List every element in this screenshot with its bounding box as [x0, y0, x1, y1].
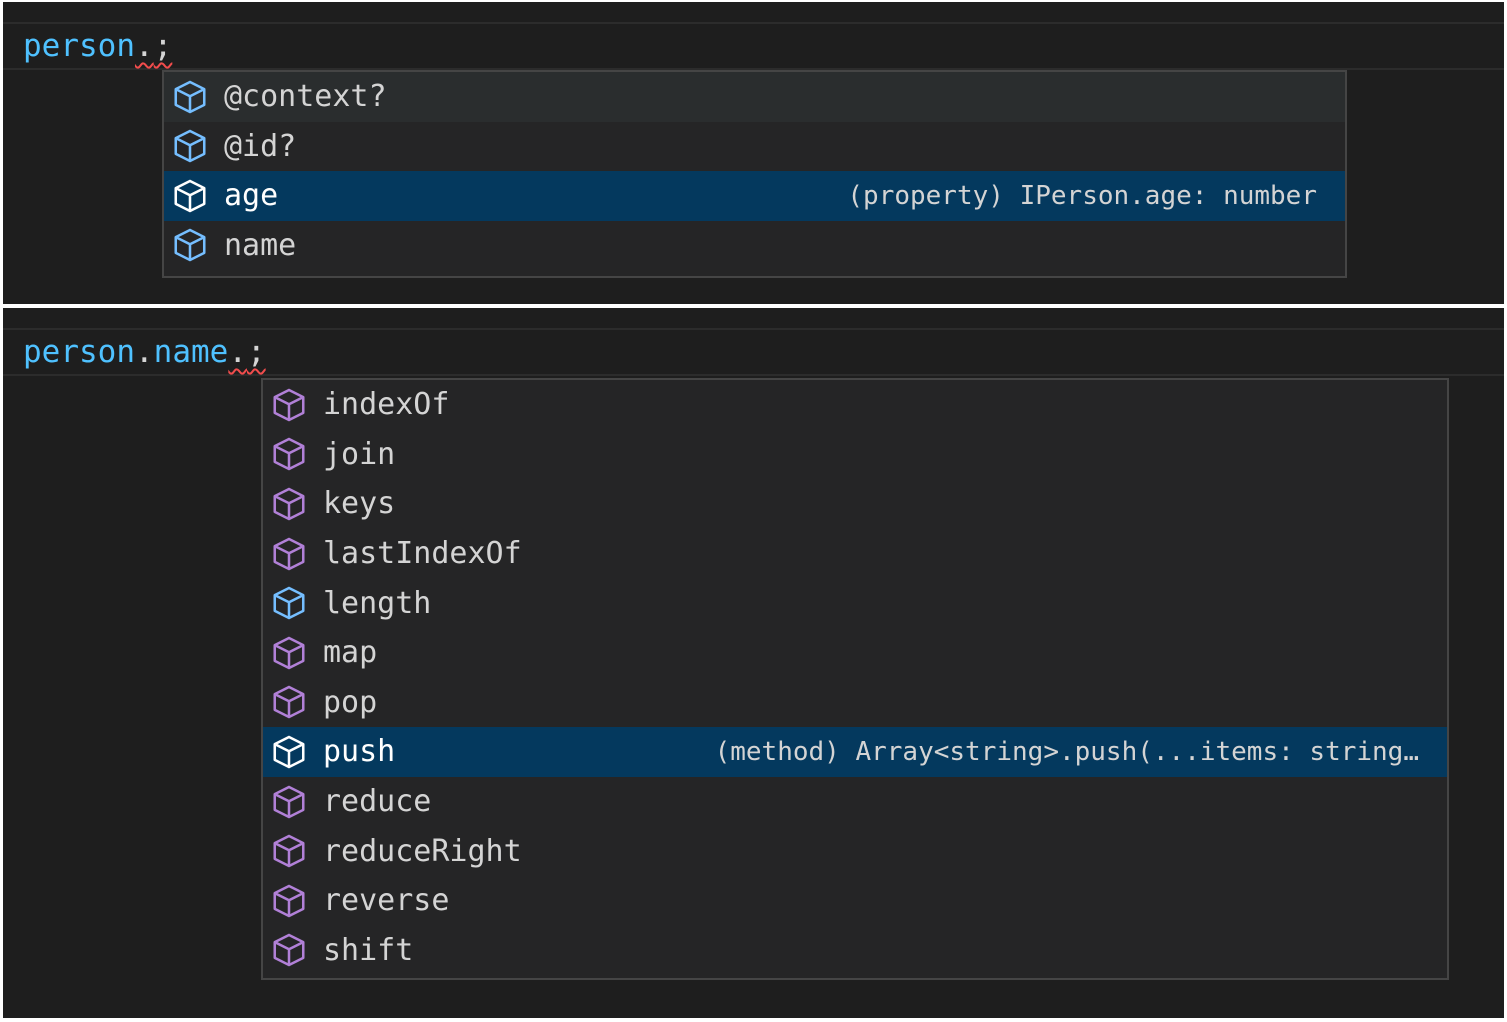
suggestion-item-selected[interactable]: push (method) Array<string>.push(...item… — [263, 727, 1447, 777]
suggestion-item[interactable]: reduce — [263, 777, 1447, 827]
suggestion-item[interactable]: shift — [263, 926, 1447, 976]
method-icon — [269, 732, 309, 772]
code-text[interactable]: person.; — [23, 26, 172, 66]
method-icon — [269, 881, 309, 921]
code-identifier: person — [23, 28, 135, 64]
code-text[interactable]: person.name.; — [23, 332, 266, 372]
method-icon — [269, 534, 309, 574]
suggestion-label: lastIndexOf — [323, 536, 522, 572]
code-dot: . — [134, 28, 154, 64]
suggestion-item[interactable]: @context? — [164, 72, 1345, 122]
suggestion-item[interactable]: reduceRight — [263, 826, 1447, 876]
method-icon — [269, 434, 309, 474]
method-icon — [269, 484, 309, 524]
suggestion-detail: (method) Array<string>.push(...items: st… — [714, 736, 1419, 767]
suggestion-item[interactable]: indexOf — [263, 380, 1447, 430]
code-identifier: person — [23, 334, 135, 370]
suggestion-item[interactable]: join — [263, 430, 1447, 480]
suggestion-label: @context? — [224, 79, 387, 115]
suggestion-label: shift — [323, 932, 414, 968]
suggestion-widget: indexOf join keys lastIndexOf length map… — [261, 378, 1449, 980]
suggestion-label: pop — [323, 684, 378, 720]
method-icon — [269, 385, 309, 425]
suggestion-label: @id? — [224, 128, 297, 164]
method-icon — [269, 930, 309, 970]
suggestion-label: reduceRight — [323, 833, 522, 869]
method-icon — [269, 831, 309, 871]
suggestion-item-selected[interactable]: age (property) IPerson.age: number — [164, 171, 1345, 221]
editor-panel-bottom: person.name.; indexOf join keys lastInde… — [3, 308, 1504, 1018]
field-icon — [170, 225, 210, 265]
suggestion-item[interactable]: @id? — [164, 122, 1345, 172]
field-icon — [269, 583, 309, 623]
suggestion-item[interactable]: length — [263, 578, 1447, 628]
code-dot: . — [134, 334, 154, 370]
suggestion-label: map — [323, 635, 378, 671]
suggestion-label: age — [224, 178, 279, 214]
suggestion-detail: (property) IPerson.age: number — [847, 180, 1317, 211]
suggestion-label: reduce — [323, 784, 432, 820]
method-icon — [269, 682, 309, 722]
field-icon — [170, 176, 210, 216]
suggestion-label: name — [224, 227, 297, 263]
method-icon — [269, 782, 309, 822]
suggestion-item[interactable]: map — [263, 628, 1447, 678]
suggestion-label: join — [323, 436, 396, 472]
field-icon — [170, 126, 210, 166]
suggestion-label: length — [323, 585, 432, 621]
suggestion-label: indexOf — [323, 387, 450, 423]
method-icon — [269, 633, 309, 673]
code-semicolon: ; — [246, 334, 266, 370]
suggestion-item[interactable]: keys — [263, 479, 1447, 529]
code-dot: . — [228, 334, 247, 370]
suggestion-label: reverse — [323, 883, 450, 919]
suggestion-label: keys — [323, 486, 396, 522]
editor-panel-top: person.; @context? @id? age (property) I… — [3, 2, 1504, 304]
suggestion-item[interactable]: lastIndexOf — [263, 529, 1447, 579]
editor-line[interactable]: person.name.; — [3, 328, 1504, 376]
suggestion-widget: @context? @id? age (property) IPerson.ag… — [162, 70, 1347, 278]
suggestion-item[interactable]: reverse — [263, 876, 1447, 926]
field-icon — [170, 77, 210, 117]
suggestion-item[interactable]: name — [164, 221, 1345, 271]
code-identifier: name — [153, 334, 229, 370]
code-semicolon: ; — [153, 28, 173, 64]
suggestion-item[interactable]: pop — [263, 678, 1447, 728]
editor-line[interactable]: person.; — [3, 22, 1504, 70]
suggestion-label: push — [323, 734, 396, 770]
